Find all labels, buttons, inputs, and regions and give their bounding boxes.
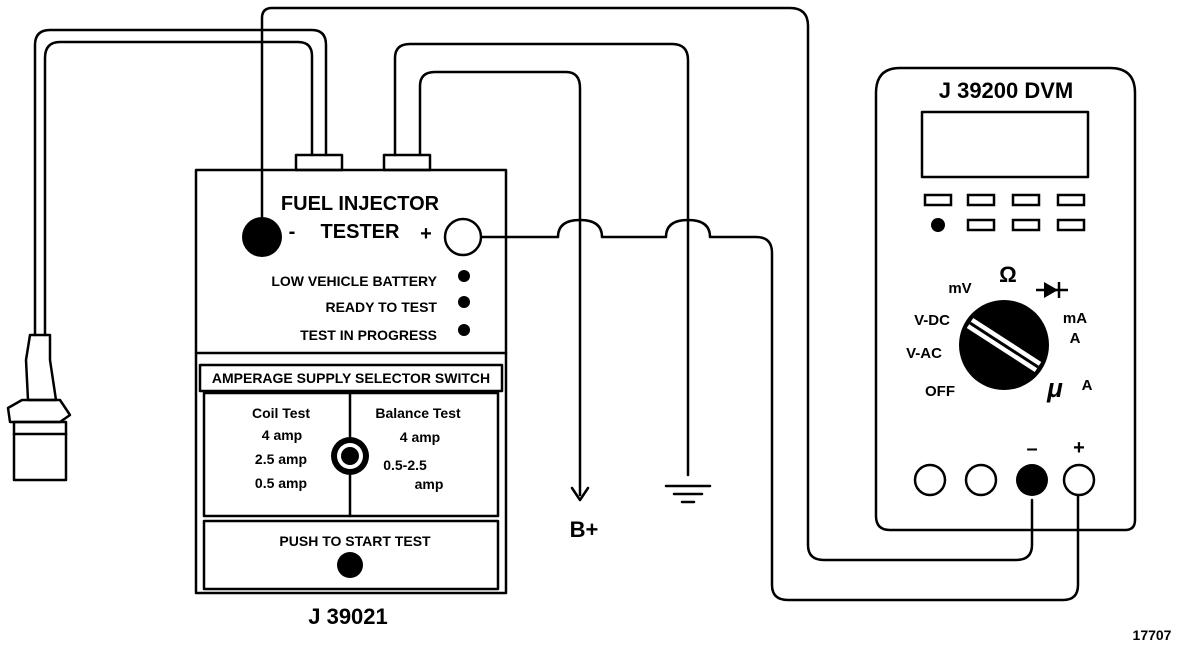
dial-label-ma: mA	[1063, 310, 1087, 327]
balance-test-range-unit: amp	[415, 476, 444, 492]
negative-lead-wire	[260, 6, 1034, 562]
tester-minus-label: -	[289, 221, 296, 243]
indicator-label-low-battery: LOW VEHICLE BATTERY	[271, 273, 437, 289]
positive-lead-wire	[480, 218, 1080, 602]
dvm-minus-label: –	[1026, 438, 1037, 460]
dvm-display	[920, 110, 1090, 179]
tester-title-line2: TESTER	[321, 221, 400, 243]
tester-positive-terminal[interactable]	[443, 217, 483, 257]
power-port	[382, 153, 432, 172]
push-to-start-label: PUSH TO START TEST	[279, 533, 431, 549]
dial-label-mv: mV	[948, 280, 971, 297]
dial-label-micro: μ	[1046, 373, 1063, 403]
dial-label-vac: V-AC	[906, 345, 942, 362]
ready-led	[458, 296, 470, 308]
dvm-negative-terminal[interactable]	[1016, 464, 1048, 496]
tester-negative-terminal[interactable]	[242, 217, 282, 257]
digital-voltmeter	[874, 66, 1137, 532]
diode-icon	[1036, 282, 1068, 298]
dvm-power-button[interactable]	[931, 218, 945, 232]
harness-port	[294, 153, 344, 172]
dvm-button[interactable]	[1056, 218, 1086, 232]
balance-test-heading: Balance Test	[375, 405, 461, 421]
figure-number: 17707	[1133, 627, 1172, 643]
dvm-terminal[interactable]	[964, 463, 998, 497]
coil-test-value: 0.5 amp	[255, 475, 307, 491]
low-battery-led	[458, 270, 470, 282]
b-plus-arrow	[570, 486, 590, 502]
in-progress-led	[458, 324, 470, 336]
tester-model-label: J 39021	[308, 604, 388, 629]
dvm-positive-terminal[interactable]	[1062, 463, 1096, 497]
dvm-button[interactable]	[966, 193, 996, 207]
dial-label-off: OFF	[925, 383, 955, 400]
coil-test-value: 2.5 amp	[255, 451, 307, 467]
dial-label-microamp: A	[1082, 377, 1093, 394]
dvm-button[interactable]	[923, 193, 953, 207]
dvm-button[interactable]	[1056, 193, 1086, 207]
dvm-title: J 39200 DVM	[939, 78, 1074, 103]
dial-label-vdc: V-DC	[914, 312, 950, 329]
b-plus-label: B+	[570, 517, 599, 542]
ohm-icon: Ω	[999, 262, 1017, 287]
selector-title: AMPERAGE SUPPLY SELECTOR SWITCH	[212, 370, 490, 386]
amperage-selector-knob[interactable]	[331, 437, 369, 475]
battery-positive-cable	[393, 42, 690, 497]
indicator-label-ready: READY TO TEST	[325, 299, 437, 315]
tester-title-line1: FUEL INJECTOR	[281, 193, 440, 215]
coil-test-heading: Coil Test	[252, 405, 310, 421]
dvm-button[interactable]	[1011, 193, 1041, 207]
tester-plus-label: +	[420, 223, 432, 245]
coil-test-value: 4 amp	[262, 427, 302, 443]
balance-test-value: 4 amp	[400, 429, 440, 445]
dvm-plus-label: +	[1073, 437, 1085, 459]
ground-symbol	[664, 484, 712, 504]
dvm-button[interactable]	[966, 218, 996, 232]
injector-harness-cable	[33, 28, 328, 337]
dvm-rotary-dial[interactable]	[959, 300, 1049, 390]
injector-connector	[6, 333, 72, 482]
dvm-button[interactable]	[1011, 218, 1041, 232]
dvm-terminal[interactable]	[913, 463, 947, 497]
indicator-label-in-progress: TEST IN PROGRESS	[300, 327, 437, 343]
start-test-button[interactable]	[337, 552, 363, 578]
balance-test-range: 0.5-2.5	[383, 457, 427, 473]
dial-label-a: A	[1070, 330, 1081, 347]
